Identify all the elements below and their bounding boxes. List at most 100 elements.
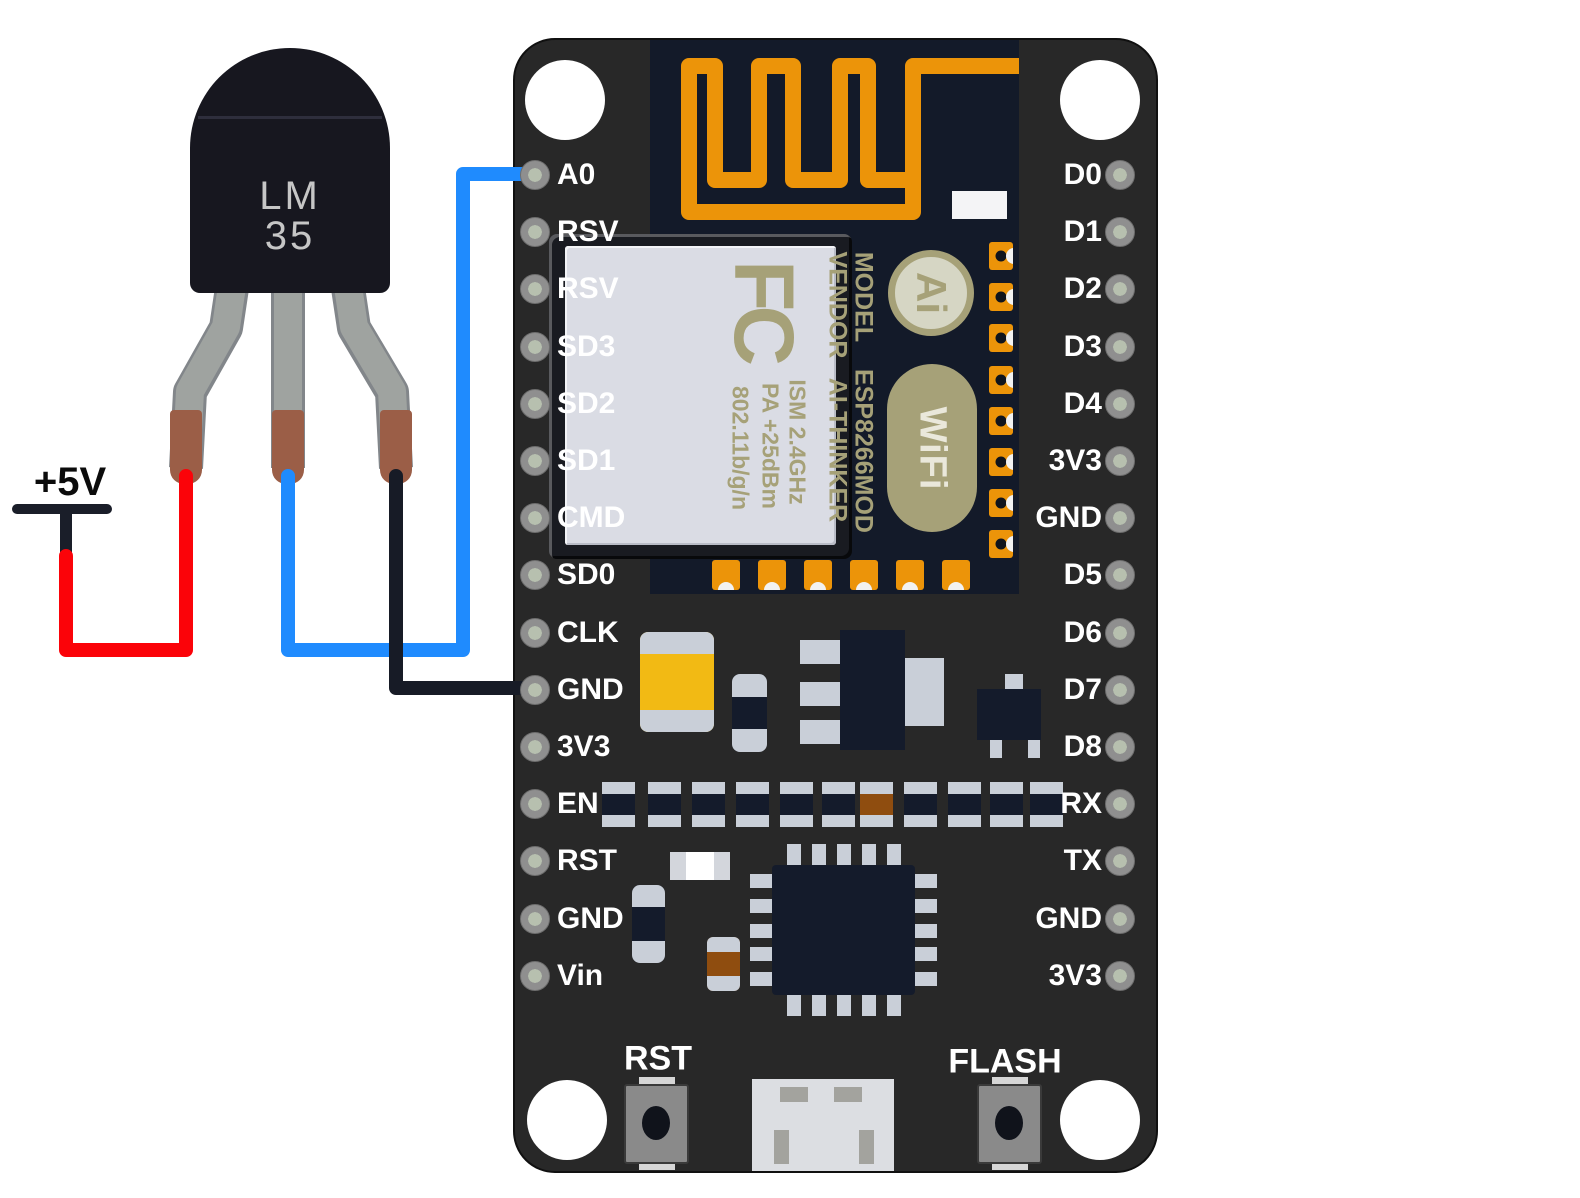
esp-pad-right [989, 283, 1013, 311]
qfp-pin-left [750, 947, 772, 961]
smd-cap [948, 782, 981, 794]
reset-button-plunger [642, 1106, 670, 1140]
pin-label-sd2-left: SD2 [557, 387, 616, 420]
esp-pad-notch [948, 582, 964, 590]
pin-vin-left [520, 961, 550, 991]
reset-button-tab [639, 1160, 675, 1170]
pin-gnd-right [1105, 503, 1135, 533]
smd-passive [602, 782, 635, 827]
esp-pad-notch [1006, 330, 1013, 346]
pin-label-d2-right: D2 [1063, 272, 1102, 305]
smd-passive-brown [860, 782, 893, 827]
esp-pad-hole [995, 497, 1007, 509]
pcb-antenna-icon [681, 58, 1019, 220]
pin-rsv-left [520, 274, 550, 304]
mounting-hole [525, 60, 605, 140]
pin-3v3-right [1105, 446, 1135, 476]
smd-capacitor-brown [707, 937, 740, 991]
pin-tx-right [1105, 846, 1135, 876]
smd-cap [904, 815, 937, 827]
nodemcu-board: FC MODEL VENDOR ESP8266MOD AI-THINKER IS… [513, 38, 1158, 1173]
pin-d7-right [1105, 675, 1135, 705]
pin-label-en-left: EN [557, 787, 599, 820]
smd-passive [904, 782, 937, 827]
esp-pad-bottom [758, 560, 786, 590]
pin-label-vin-left: Vin [557, 959, 604, 992]
pin-d0-right [1105, 160, 1135, 190]
smd-cap [822, 782, 855, 794]
pin-label-d7-right: D7 [1063, 673, 1102, 706]
qfp-pin-bottom [862, 995, 876, 1016]
esp-pad-right [989, 448, 1013, 476]
pin-label-3v3-right: 3V3 [1048, 444, 1102, 477]
smd-cap [602, 815, 635, 827]
pin-3v3-right [1105, 961, 1135, 991]
pin-label-a0-left: A0 [557, 158, 596, 191]
mounting-hole [1060, 60, 1140, 140]
pin-label-sd0-left: SD0 [557, 558, 616, 591]
mounting-hole [527, 1080, 607, 1160]
pin-sd1-left [520, 446, 550, 476]
esp8266-shield-face [565, 246, 836, 545]
esp-pad-notch [1006, 413, 1013, 429]
ground-wire [389, 469, 531, 695]
qfp-pin-right [915, 972, 937, 986]
smd-passive [780, 782, 813, 827]
regulator-pad [800, 640, 840, 664]
lm35-sensor-body: LM 35 [190, 48, 390, 293]
smd-passive [648, 782, 681, 827]
pin-d1-right [1105, 217, 1135, 247]
lm35-mold-seam [198, 116, 382, 119]
pin-label-d8-right: D8 [1063, 730, 1102, 763]
smd-cap [648, 782, 681, 794]
qfp-pin-top [787, 844, 801, 865]
qfp-pin-bottom [887, 995, 901, 1016]
pin-gnd-right [1105, 904, 1135, 934]
qfp-pin-bottom [812, 995, 826, 1016]
smd-cap [780, 782, 813, 794]
pin-d3-right [1105, 332, 1135, 362]
pin-label-rsv-left: RSV [557, 272, 619, 305]
qfp-pin-right [915, 947, 937, 961]
flash-button-label: FLASH [948, 1042, 1062, 1081]
voltage-regulator [840, 630, 905, 750]
esp-pad-bottom [942, 560, 970, 590]
pin-rst-left [520, 846, 550, 876]
esp-pad-notch [1006, 495, 1013, 511]
esp-pad-hole [995, 250, 1007, 262]
pin-gnd-left [520, 675, 550, 705]
usb-uart-chip [772, 865, 915, 995]
signal-wire [281, 167, 531, 657]
qfp-pin-bottom [787, 995, 801, 1016]
smd-cap [904, 782, 937, 794]
esp-pad-bottom [804, 560, 832, 590]
pin-d5-right [1105, 560, 1135, 590]
smd-capacitor-white [670, 852, 730, 880]
pin-label-rst-left: RST [557, 844, 617, 877]
reset-button-label: RST [624, 1039, 692, 1078]
smd-cap [860, 782, 893, 794]
smd-capacitor [632, 885, 665, 963]
smd-cap [822, 815, 855, 827]
pin-d8-right [1105, 732, 1135, 762]
smd-cap [990, 815, 1023, 827]
power-wire [59, 469, 193, 657]
qfp-pin-left [750, 972, 772, 986]
flash-button-tab [992, 1077, 1028, 1087]
pin-label-rx-right: RX [1060, 787, 1102, 820]
qfp-pin-top [812, 844, 826, 865]
esp-pad-right [989, 530, 1013, 558]
esp-pad-hole [995, 456, 1007, 468]
pin-d4-right [1105, 389, 1135, 419]
pin-label-d1-right: D1 [1063, 215, 1102, 248]
pin-gnd-left [520, 904, 550, 934]
wifi-logo: WiFi [887, 364, 977, 532]
esp8266-shield-can [549, 234, 852, 559]
regulator-tab [905, 658, 944, 726]
lm35-marking: LM 35 [259, 174, 321, 258]
pin-sd3-left [520, 332, 550, 362]
pin-label-d6-right: D6 [1063, 616, 1102, 649]
pin-label-cmd-left: CMD [557, 501, 626, 534]
